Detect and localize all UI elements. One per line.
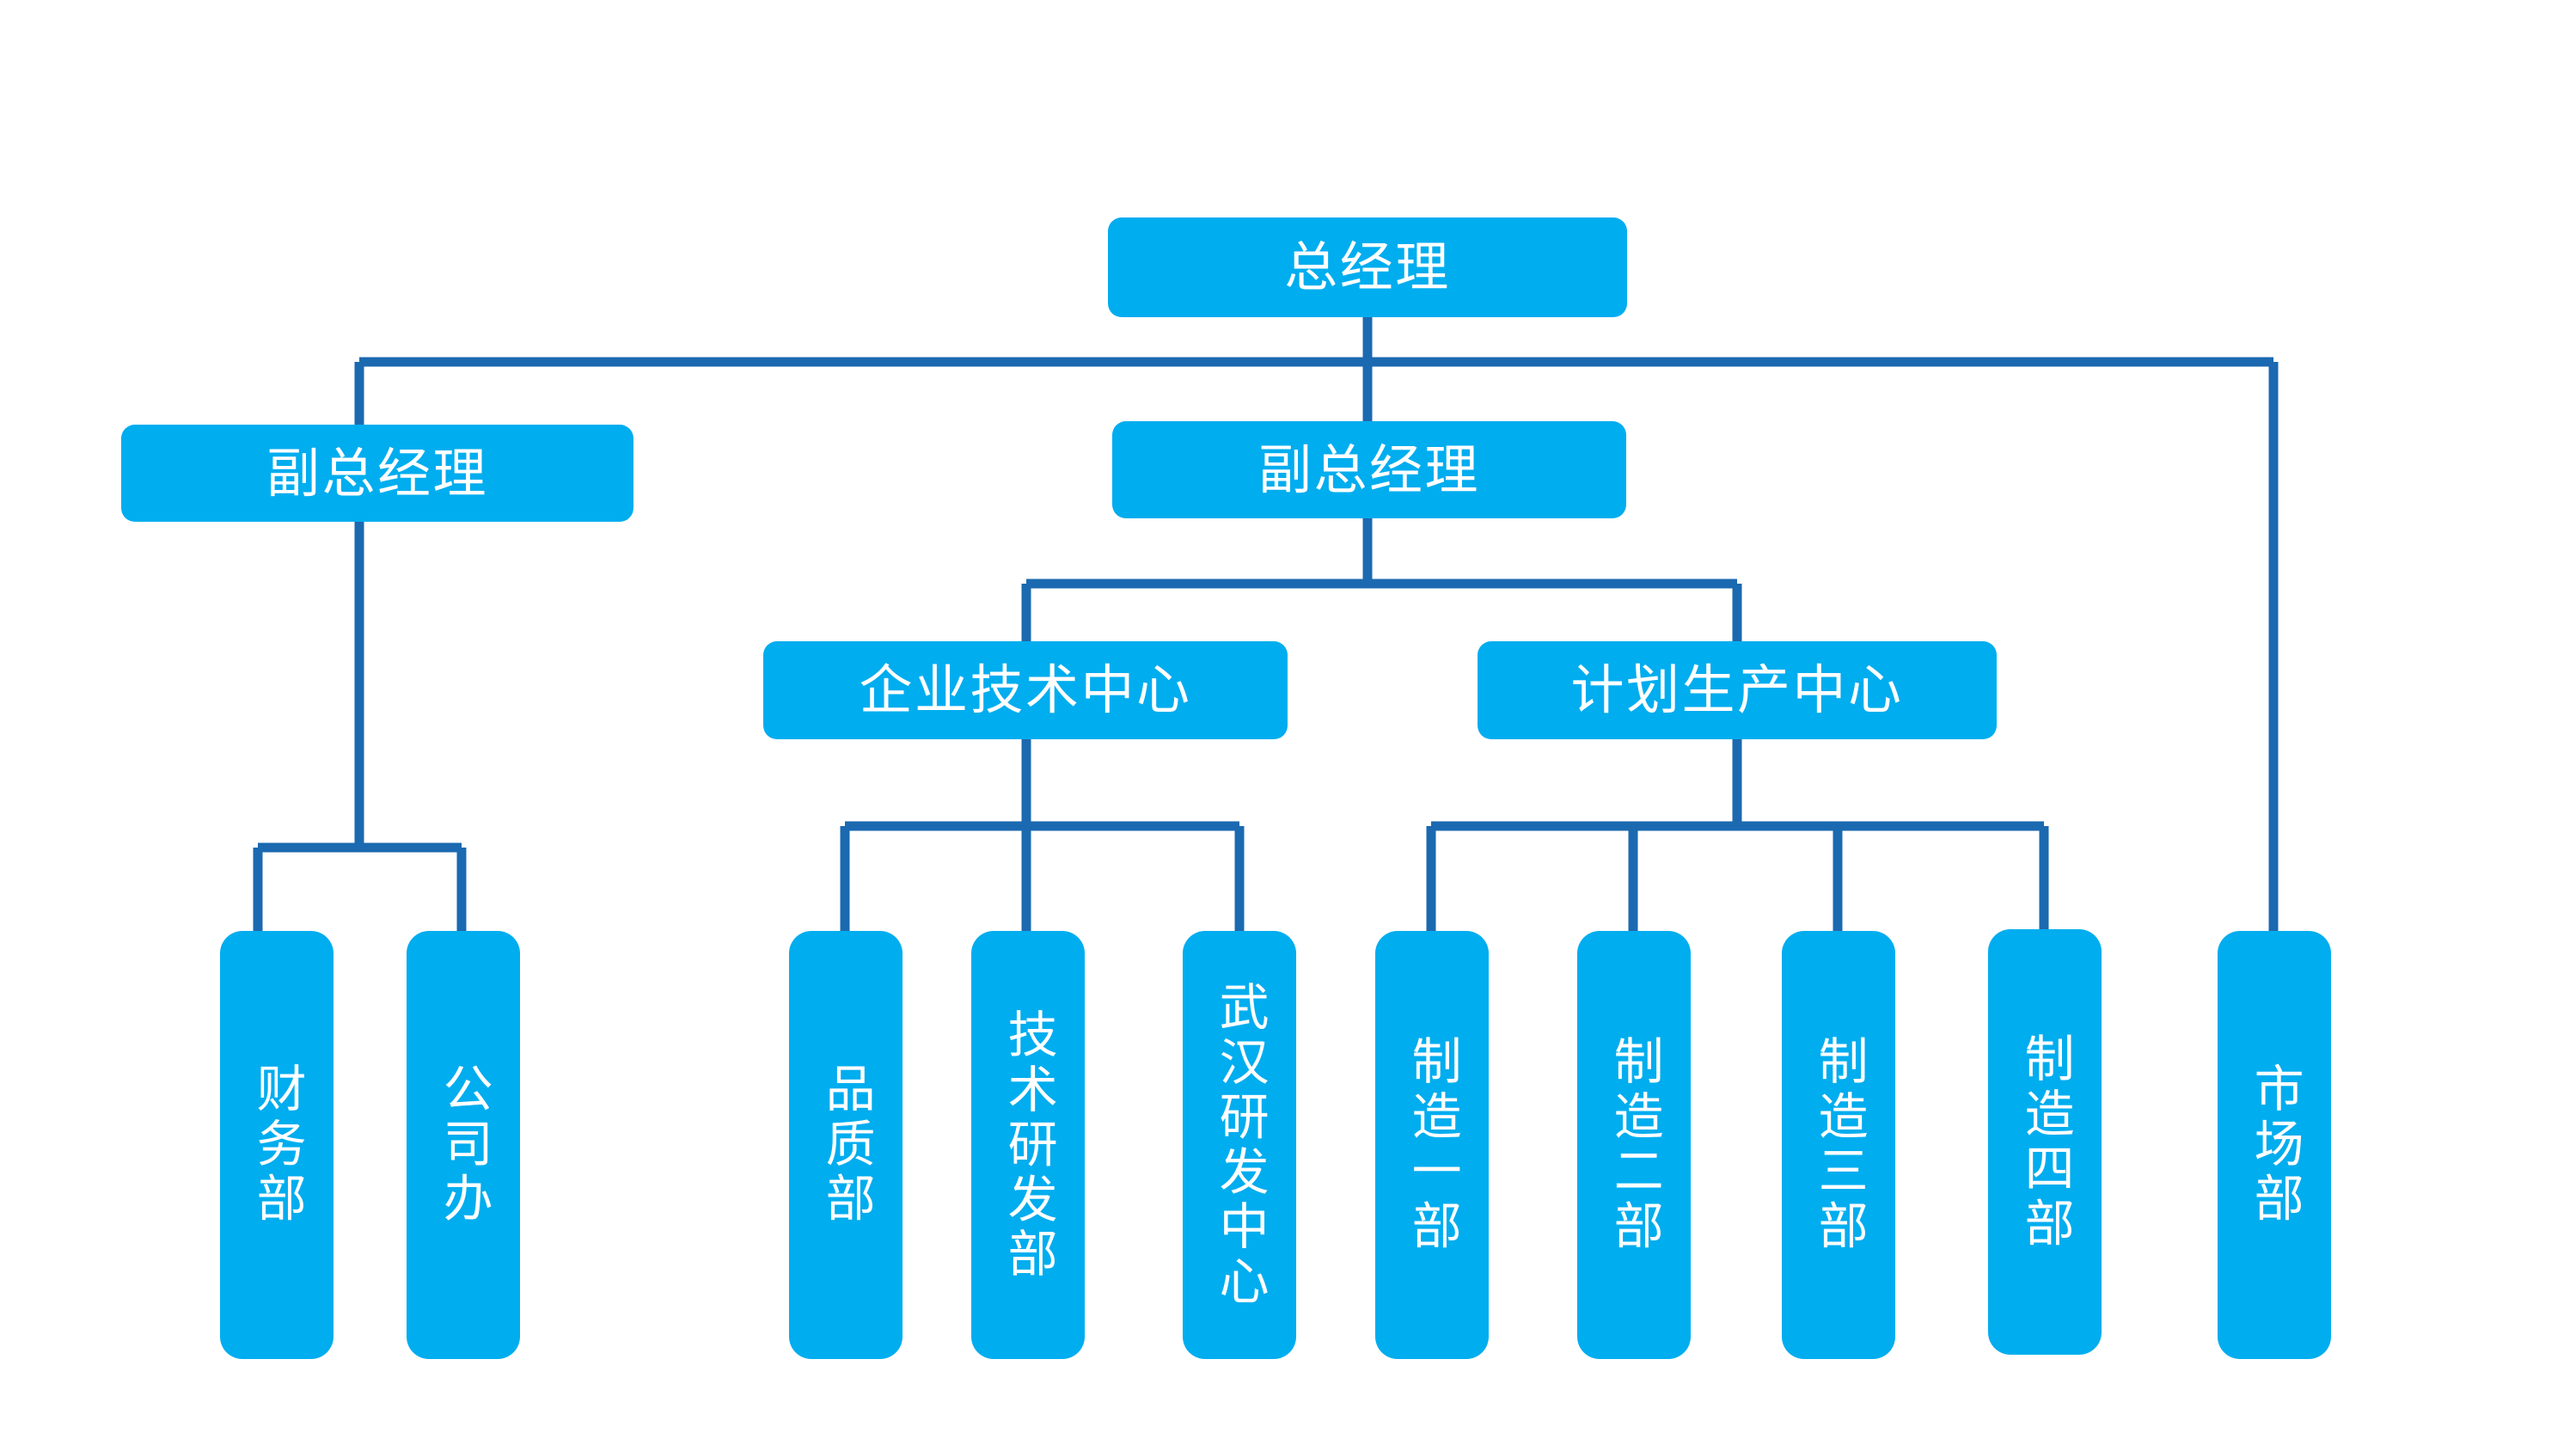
node-label-general-manager: 总经理: [1284, 236, 1451, 299]
node-label-marketing-dept: 市场部: [2245, 1062, 2304, 1228]
node-label-finance-dept: 财务部: [248, 1062, 307, 1228]
node-quality-dept[interactable]: 品质部: [789, 931, 903, 1359]
node-marketing-dept[interactable]: 市场部: [2218, 931, 2331, 1359]
node-tech-rd-dept[interactable]: 技术研发部: [971, 931, 1085, 1359]
node-label-enterprise-tech-center: 企业技术中心: [859, 658, 1192, 722]
node-label-wuhan-rd-center: 武汉研发中心: [1210, 980, 1270, 1310]
node-label-tech-rd-dept: 技术研发部: [999, 1007, 1058, 1283]
node-manufacturing-dept-2[interactable]: 制造二部: [1577, 931, 1691, 1359]
node-label-manufacturing-dept-2: 制造二部: [1605, 1035, 1664, 1255]
node-manufacturing-dept-3[interactable]: 制造三部: [1782, 931, 1895, 1359]
node-deputy-general-manager-left[interactable]: 副总经理: [121, 425, 633, 522]
node-label-company-office: 公司办: [434, 1062, 493, 1228]
node-finance-dept[interactable]: 财务部: [220, 931, 333, 1359]
node-label-deputy-general-manager-left: 副总经理: [266, 441, 488, 505]
node-label-deputy-general-manager-center: 副总经理: [1258, 438, 1480, 501]
node-company-office[interactable]: 公司办: [407, 931, 520, 1359]
node-label-manufacturing-dept-1: 制造一部: [1403, 1035, 1462, 1255]
node-deputy-general-manager-center[interactable]: 副总经理: [1112, 421, 1626, 518]
node-label-planning-production-center: 计划生产中心: [1570, 658, 1904, 722]
node-label-quality-dept: 品质部: [817, 1062, 876, 1228]
node-enterprise-tech-center[interactable]: 企业技术中心: [763, 641, 1288, 739]
node-planning-production-center[interactable]: 计划生产中心: [1478, 641, 1997, 739]
node-label-manufacturing-dept-3: 制造三部: [1809, 1035, 1869, 1255]
node-manufacturing-dept-1[interactable]: 制造一部: [1375, 931, 1489, 1359]
node-wuhan-rd-center[interactable]: 武汉研发中心: [1183, 931, 1296, 1359]
node-manufacturing-dept-4[interactable]: 制造四部: [1988, 929, 2102, 1355]
node-label-manufacturing-dept-4: 制造四部: [2016, 1032, 2075, 1252]
node-general-manager[interactable]: 总经理: [1108, 217, 1627, 317]
